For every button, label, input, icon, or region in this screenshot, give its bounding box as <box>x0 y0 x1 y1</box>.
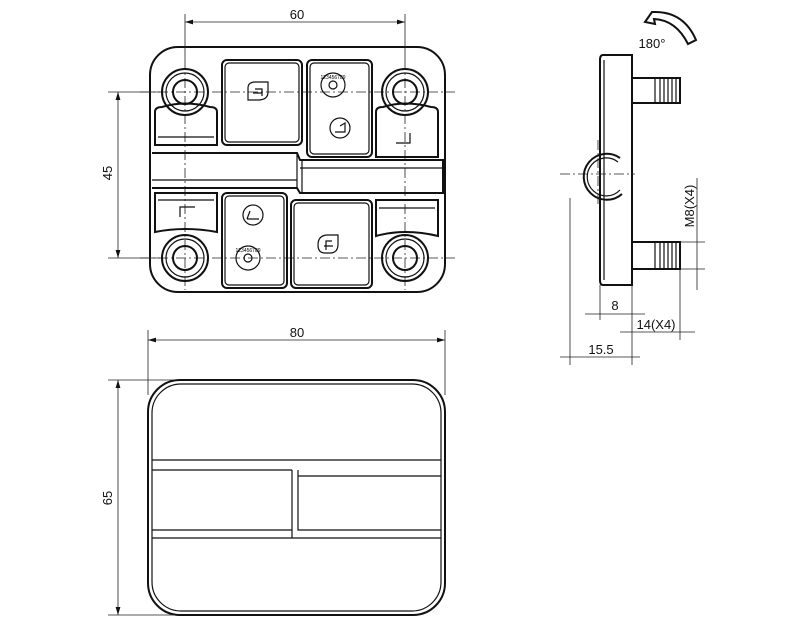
dim-axis-offset: 15.5 <box>588 342 613 357</box>
knuckle-cylinder <box>582 152 623 201</box>
dim-thickness-8: 8 <box>611 298 618 313</box>
date-wheel-icon: 123456789 <box>235 245 261 271</box>
dim-height-45: 45 <box>100 166 115 180</box>
corner-mark-icon <box>179 206 195 217</box>
bolt-bottom <box>631 241 681 270</box>
date-wheel-icon: 123456789 <box>320 72 346 98</box>
lock-symbol-icon <box>247 81 269 101</box>
bottom-view <box>108 330 446 616</box>
thread-size-label: M8(X4) <box>682 185 697 228</box>
lock-symbol-icon <box>317 234 339 254</box>
rotate-arrow-icon <box>329 117 351 139</box>
date-wheel-digits: 123456789 <box>320 75 345 81</box>
dim-width-80: 80 <box>290 325 304 340</box>
side-view <box>560 11 705 365</box>
mounting-holes <box>161 68 429 282</box>
rotation-angle-label: 180° <box>639 36 666 51</box>
top-view: 123456789 123456789 <box>108 14 455 293</box>
dim-bolt-length: 14(X4) <box>636 317 675 332</box>
corner-mark-icon <box>396 133 411 144</box>
dim-height-65: 65 <box>100 491 115 505</box>
dim-width-60: 60 <box>290 7 304 22</box>
rotate-arrow-icon <box>242 204 264 226</box>
bolt-top <box>631 77 681 104</box>
date-wheel-digits: 123456789 <box>235 248 260 254</box>
rotation-arrow-icon <box>643 11 698 46</box>
